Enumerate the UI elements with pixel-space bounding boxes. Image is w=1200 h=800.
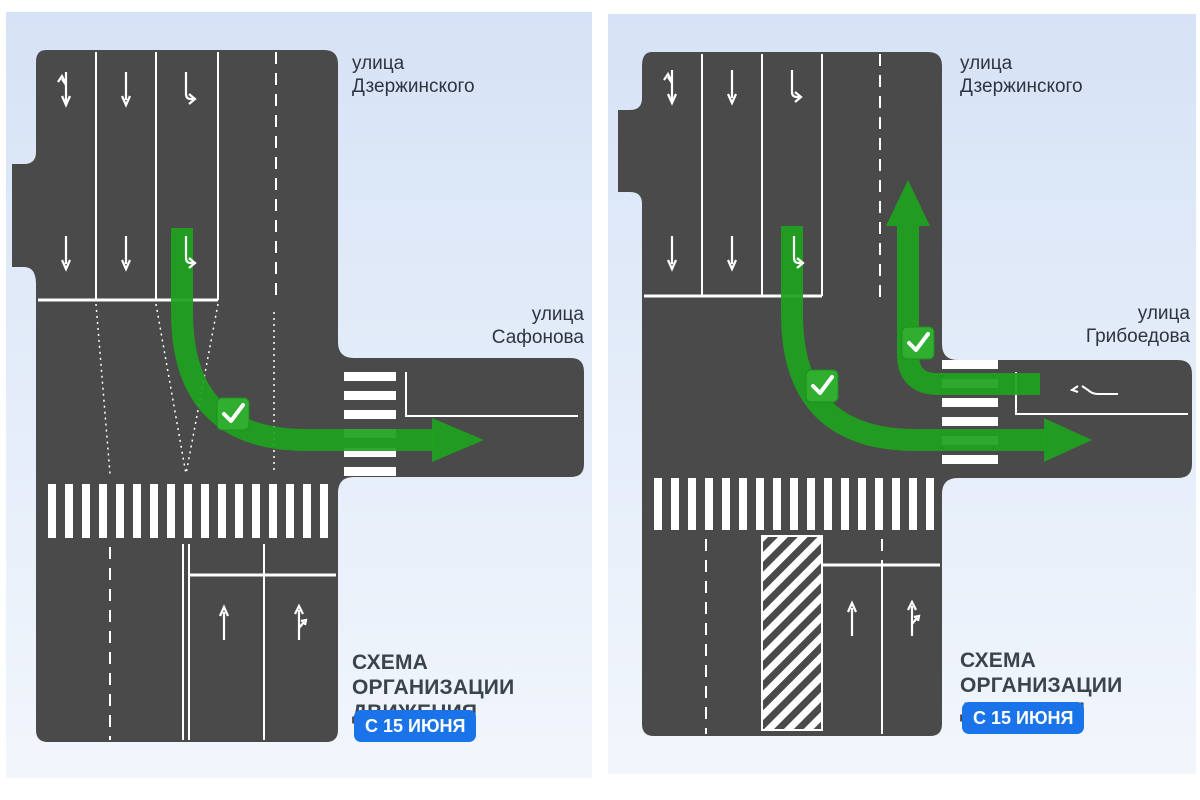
green-checkmark-icon: [216, 397, 250, 431]
route-arrow-head: [432, 418, 484, 462]
right-scheme-panel: улица Дзержинского улица Грибоедова СХЕМ…: [608, 14, 1196, 774]
left-intersection-diagram: [6, 12, 592, 778]
route-arrow-head: [1044, 418, 1092, 462]
street-label-north: улица Дзержинского: [352, 53, 475, 97]
right-turn-route-arrow: [171, 228, 434, 451]
left-scheme-panel: улица Дзержинского улица Сафонова СХЕМА …: [6, 12, 592, 778]
street-label-north: улица Дзержинского: [960, 53, 1083, 97]
street-label-east: улица Грибоедова: [1085, 303, 1190, 347]
guide-line: [95, 303, 111, 475]
street-label-east: улица Сафонова: [491, 304, 584, 348]
green-checkmark-icon: [805, 369, 839, 403]
right-intersection-diagram: [608, 14, 1196, 774]
hatched-island: [761, 535, 823, 731]
route-arrow-head: [886, 180, 930, 226]
date-badge: С 15 ИЮНЯ: [962, 702, 1085, 734]
east-road-edge-line: [405, 372, 578, 417]
right-turn-route-arrow: [781, 226, 1046, 451]
south-crosswalk: [654, 478, 934, 530]
green-checkmark-icon: [901, 326, 935, 360]
guide-line: [185, 303, 219, 475]
date-badge: С 15 ИЮНЯ: [354, 710, 477, 742]
south-crosswalk: [48, 484, 328, 538]
left-turn-marking-arrow: [1069, 385, 1118, 395]
